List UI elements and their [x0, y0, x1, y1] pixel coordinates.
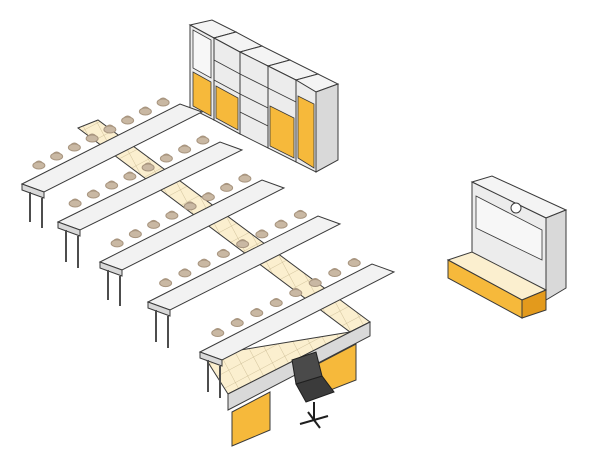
stool [201, 192, 215, 202]
stool [250, 308, 264, 317]
stool [67, 142, 81, 152]
stool [183, 201, 197, 211]
wall-cabinet-5 [294, 73, 340, 173]
stool [86, 189, 100, 199]
stools-group [32, 97, 361, 337]
desk-row-3 [98, 179, 286, 306]
stool [121, 115, 135, 125]
stool [293, 209, 307, 219]
stool [85, 133, 99, 143]
stool [103, 124, 117, 134]
stool [68, 198, 82, 208]
wall-cabinets [188, 19, 340, 173]
stool [347, 258, 361, 267]
stool [269, 298, 283, 307]
stool [211, 328, 225, 337]
office-chair[interactable] [291, 351, 335, 429]
stool [156, 97, 170, 107]
stool [308, 278, 322, 287]
stool [196, 135, 210, 145]
stool [138, 106, 152, 116]
wall-cabinet-2 [212, 31, 264, 135]
fume-hood [446, 175, 568, 319]
wall-cabinet-4 [266, 59, 320, 163]
stool [255, 229, 269, 239]
stool [236, 239, 250, 249]
stool [110, 238, 124, 248]
stool [128, 229, 142, 239]
stool [197, 258, 211, 268]
stool [216, 248, 230, 258]
stool [32, 160, 46, 170]
stool [220, 182, 234, 192]
stool [141, 162, 155, 172]
stool [147, 219, 161, 229]
stool [123, 171, 137, 181]
desk-row-4 [146, 215, 342, 348]
stool [178, 144, 192, 154]
stool [50, 151, 64, 161]
stool [238, 173, 252, 183]
stool [289, 288, 303, 297]
desk-row-1 [20, 103, 204, 228]
stool [328, 268, 342, 277]
stool [230, 318, 244, 327]
stool [105, 180, 119, 190]
stool [159, 278, 173, 288]
stool [274, 219, 288, 229]
hood-fan-icon [510, 202, 522, 214]
stool [165, 210, 179, 220]
stool [178, 268, 192, 278]
stool [159, 153, 173, 163]
desk-row-5 [198, 263, 396, 398]
desk-row-2 [56, 141, 244, 268]
